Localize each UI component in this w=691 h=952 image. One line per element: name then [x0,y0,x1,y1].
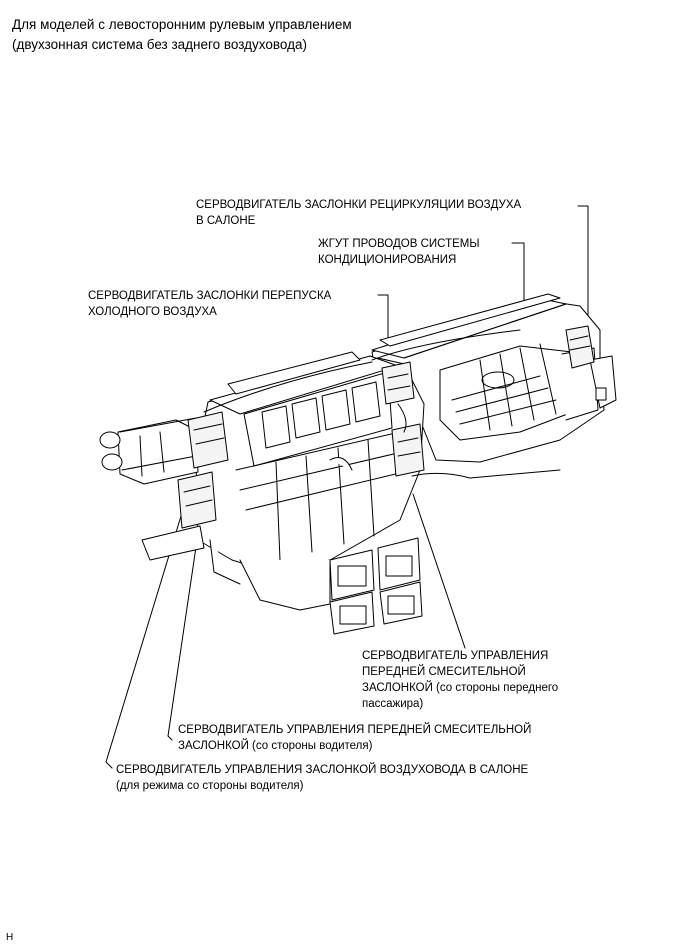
label-harness-1: ЖГУТ ПРОВОДОВ СИСТЕМЫ [318,238,480,250]
label-mode-servo-1: СЕРВОДВИГАТЕЛЬ УПРАВЛЕНИЯ ЗАСЛОНКОЙ ВОЗД… [116,764,529,776]
label-mode-servo-2: (для режима со стороны водителя) [116,780,304,792]
label-passenger-mix-servo-4: пассажира) [362,698,424,710]
label-driver-mix-servo-1: СЕРВОДВИГАТЕЛЬ УПРАВЛЕНИЯ ПЕРЕДНЕЙ СМЕСИ… [178,724,532,736]
label-passenger-mix-servo-3: ЗАСЛОНКОЙ (со стороны переднего [362,682,559,694]
label-harness-2: КОНДИЦИОНИРОВАНИЯ [318,254,457,266]
page-title-line2: (двухзонная система без заднего воздухов… [12,37,308,52]
label-driver-mix-servo-2: ЗАСЛОНКОЙ (со стороны водителя) [178,740,373,752]
hvac-housing [99,293,617,635]
label-recirc-servo-1: СЕРВОДВИГАТЕЛЬ ЗАСЛОНКИ РЕЦИРКУЛЯЦИИ ВОЗ… [196,199,522,211]
label-bypass-servo-2: ХОЛОДНОГО ВОЗДУХА [88,306,217,318]
corner-mark: H [6,932,14,943]
label-bypass-servo-1: СЕРВОДВИГАТЕЛЬ ЗАСЛОНКИ ПЕРЕПУСКА [88,290,332,302]
label-passenger-mix-servo-1: СЕРВОДВИГАТЕЛЬ УПРАВЛЕНИЯ [362,650,549,662]
page-title-line1: Для моделей с левосторонним рулевым упра… [12,17,352,32]
label-recirc-servo-2: В САЛОНЕ [196,215,256,227]
label-passenger-mix-servo-2: ПЕРЕДНЕЙ СМЕСИТЕЛЬНОЙ [362,666,526,678]
